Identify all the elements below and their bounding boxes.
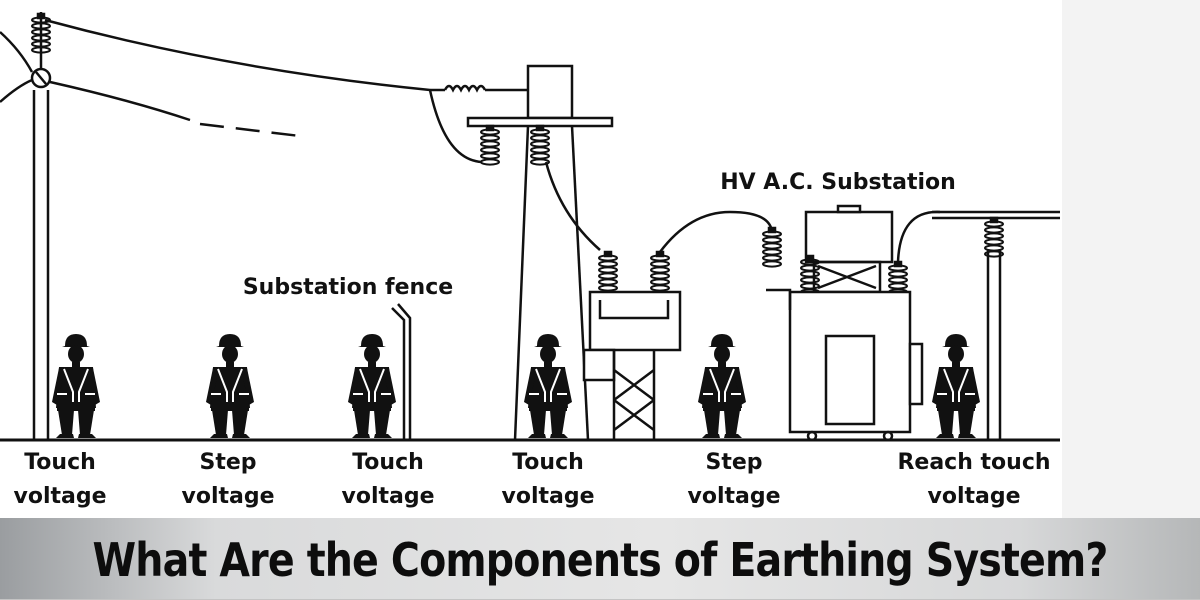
hv-substation-label: HV A.C. Substation bbox=[720, 170, 956, 195]
title-banner: What Are the Components of Earthing Syst… bbox=[0, 518, 1200, 600]
label-3-line2: voltage bbox=[341, 484, 434, 509]
worker-5 bbox=[697, 333, 747, 439]
label-1-line2: voltage bbox=[13, 484, 106, 509]
worker-1 bbox=[51, 333, 101, 439]
left-pole bbox=[0, 12, 52, 440]
ground-labels: Touch voltage Step voltage Touch voltage… bbox=[13, 450, 1050, 509]
substation-fence bbox=[391, 303, 412, 440]
overhead-wires bbox=[44, 18, 528, 138]
substation-fence-label: Substation fence bbox=[243, 275, 453, 300]
label-1-line1: Touch bbox=[24, 450, 96, 475]
right-pole bbox=[932, 210, 1060, 440]
worker-6 bbox=[931, 333, 981, 439]
worker-2 bbox=[205, 333, 255, 439]
label-4-line1: Touch bbox=[512, 450, 584, 475]
earthing-diagram: HV A.C. Substation Substation fence Touc… bbox=[0, 0, 1200, 520]
gantry-tower bbox=[428, 64, 614, 441]
circuit-breaker bbox=[582, 210, 774, 440]
label-5-line2: voltage bbox=[687, 484, 780, 509]
page-title: What Are the Components of Earthing Syst… bbox=[92, 533, 1109, 587]
label-4-line2: voltage bbox=[501, 484, 594, 509]
worker-3 bbox=[347, 333, 397, 439]
right-margin bbox=[1062, 0, 1200, 520]
label-2-line1: Step bbox=[199, 450, 256, 475]
label-2-line2: voltage bbox=[181, 484, 274, 509]
label-6-line1: Reach touch bbox=[897, 450, 1050, 475]
worker-4 bbox=[523, 333, 573, 439]
label-5-line1: Step bbox=[705, 450, 762, 475]
label-3-line1: Touch bbox=[352, 450, 424, 475]
label-6-line2: voltage bbox=[927, 484, 1020, 509]
transformer bbox=[761, 204, 941, 442]
